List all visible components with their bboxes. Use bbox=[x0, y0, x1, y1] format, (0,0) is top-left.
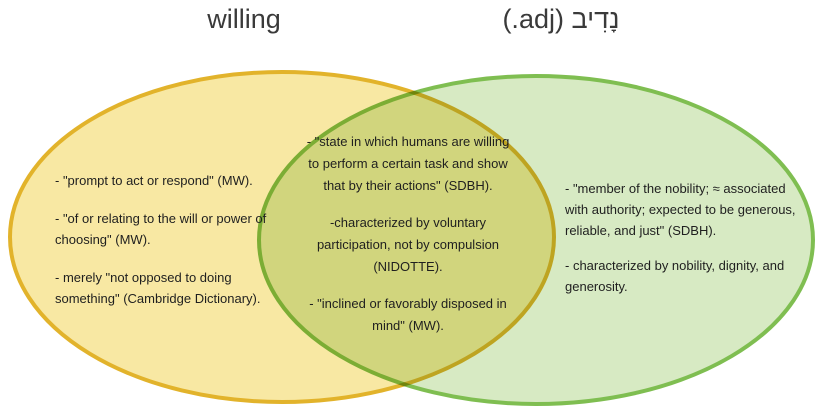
overlap-definition-3: - "inclined or favorably disposed in min… bbox=[309, 296, 507, 333]
willing-definition-2: - "of or relating to the will or power o… bbox=[55, 211, 267, 247]
nadiv-definitions-block: - "member of the nobility; ≈ associated … bbox=[565, 178, 811, 311]
right-title-nadiv: נָדִיב (adj.) bbox=[502, 4, 620, 34]
overlap-definition-2: -characterized by voluntary participatio… bbox=[316, 215, 500, 274]
nadiv-definition-2: - characterized by nobility, dignity, an… bbox=[565, 258, 785, 294]
nadiv-definition-1: - "member of the nobility; ≈ associated … bbox=[565, 181, 796, 238]
willing-definitions-block: - "prompt to act or respond" (MW). - "of… bbox=[55, 170, 277, 326]
willing-definition-3: - merely "not opposed to doing something… bbox=[55, 270, 261, 306]
willing-definition-1: - "prompt to act or respond" (MW). bbox=[55, 173, 253, 188]
left-title-willing: willing bbox=[207, 4, 281, 34]
nadiv-ellipse bbox=[257, 74, 815, 406]
overlap-definition-1: - "state in which humans are willing to … bbox=[306, 134, 510, 193]
overlap-definitions-block: - "state in which humans are willing to … bbox=[303, 131, 513, 352]
